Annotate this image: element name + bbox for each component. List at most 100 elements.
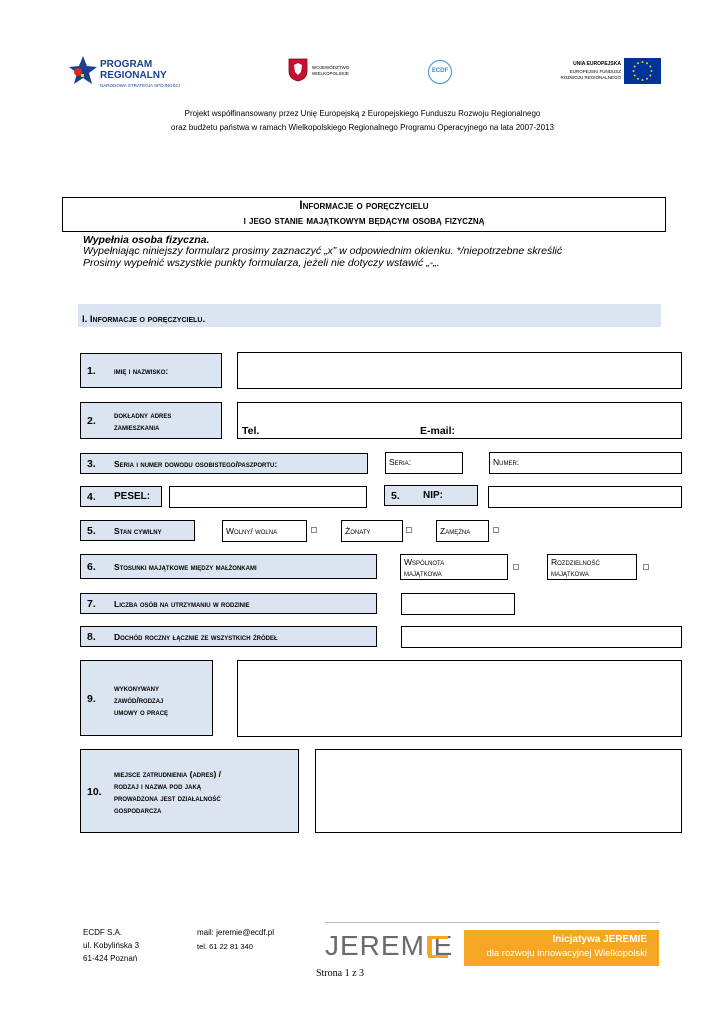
footer-street: ul. Kobylińska 3 (83, 941, 140, 950)
logo3-text: ECDF (431, 68, 449, 74)
page-number: Strona 1 z 3 (315, 968, 365, 979)
field3-label: Seria i numer dowodu osobistego/paszport… (114, 459, 278, 469)
property-joint-box: Wspólnota majątkowa (400, 554, 508, 580)
section-title: I. Informacje o poręczycielu. (82, 314, 206, 325)
pesel-input[interactable] (169, 486, 367, 508)
occupation-input[interactable] (237, 660, 682, 737)
field7-label-box: 7. Liczba osób na utrzymaniu w rodzinie (80, 593, 377, 614)
field2-label-line1: dokładny adres (114, 410, 172, 420)
field8-label-box: 8. Dochód roczny łącznie ze wszystkich ź… (80, 626, 377, 647)
address-input[interactable]: Tel. E-mail: (237, 402, 682, 439)
jeremie-logo: JEREMIE (325, 930, 455, 964)
field9-label-box: 9. wykonywany zawód/rodzaj umowy o pracę (80, 660, 213, 736)
star-flag-icon (69, 56, 97, 84)
employer-input[interactable] (315, 749, 682, 833)
coat-of-arms-icon (288, 58, 308, 82)
dependents-input[interactable] (401, 593, 515, 615)
jeremie-accent (428, 936, 448, 958)
logo1-line1: PROGRAM (100, 59, 153, 70)
wielkopolska-logo: WOJEWÓDZTWO WIELKOPOLSKIE (288, 58, 358, 86)
logo2-line2: WIELKOPOLSKIE (312, 71, 349, 76)
logo1-line3: NARODOWA STRATEGIA SPÓJNOŚCI (100, 83, 181, 88)
field6-num: 6. (87, 561, 96, 573)
status-married-f-checkbox[interactable] (493, 527, 499, 533)
logo4-line3: ROZWOJU REGIONALNEGO (560, 75, 621, 80)
nip-num: 5. (391, 490, 400, 502)
field10-label-line1: miejsce zatrudnienia (adres) / (114, 769, 222, 779)
eu-logo: UNIA EUROPEJSKA EUROPEJSKI FUNDUSZ ROZWO… (553, 58, 663, 86)
field1-label-box: 1. imię i nazwisko: (80, 353, 222, 388)
logo4-line2: EUROPEJSKI FUNDUSZ (569, 69, 621, 74)
instructions-line1: Wypełnia osoba fizyczna. (83, 234, 210, 246)
id-number-input[interactable]: Numer: (489, 452, 682, 474)
annual-income-input[interactable] (401, 626, 682, 648)
project-line2: oraz budżetu państwa w ramach Wielkopols… (171, 123, 554, 132)
ecdf-logo: ECDF (428, 60, 452, 84)
field1-label: imię i nazwisko: (114, 366, 169, 376)
section-header: I. Informacje o poręczycielu. (78, 304, 661, 327)
field7-label: Liczba osób na utrzymaniu w rodzinie (114, 599, 250, 609)
title-line2: i jego stanie majątkowym będącym osobą f… (243, 215, 485, 227)
field2-label-line2: zamieszkania (114, 422, 160, 432)
nip-label-box: 5. NIP: (384, 485, 478, 506)
field4-label: PESEL: (114, 491, 151, 502)
field10-label-box: 10. miejsce zatrudnienia (adres) / rodza… (80, 749, 299, 833)
jeremie-banner: Inicjatywa JEREMIE dla rozwoju innowacyj… (464, 930, 659, 966)
field6-label-box: 6. Stosunki majątkowe między małżonkami (80, 554, 377, 579)
id-series-input[interactable]: Seria: (385, 452, 463, 474)
footer-city: 61-424 Poznań (83, 954, 138, 963)
nip-label: NIP: (423, 490, 443, 501)
footer-divider (325, 922, 660, 923)
tel-label: Tel. (242, 425, 260, 437)
field4-num: 4. (87, 491, 96, 503)
footer-tel: tel. 61 22 81 340 (197, 942, 253, 951)
field2-label-box: 2. dokładny adres zamieszkania (80, 402, 222, 439)
field10-label-line2: rodzaj i nazwa pod jaką (114, 781, 202, 791)
status-single-box: Wolny/ wolna (222, 520, 307, 542)
banner-line2: dla rozwoju innowacyjnej Wielkopolski (486, 948, 647, 959)
field1-num: 1. (87, 365, 96, 377)
field9-num: 9. (87, 693, 96, 705)
numer-label: Numer: (493, 457, 520, 467)
status-married-f-label: Zamężna (440, 526, 471, 536)
name-input[interactable] (237, 352, 682, 389)
property-separate-line2: majątkowa (551, 568, 589, 578)
logo1-line2: REGIONALNY (100, 70, 167, 81)
status-married-m-box: Żonaty (341, 520, 403, 542)
instructions-line2: Wypełniając niniejszy formularz prosimy … (83, 245, 563, 257)
title-box: Informacje o poręczycielu i jego stanie … (62, 197, 666, 232)
field9-label-line1: wykonywany (114, 683, 159, 693)
banner-line1: Inicjatywa JEREMIE (552, 934, 647, 945)
field9-label-line3: umowy o pracę (114, 707, 169, 717)
field10-label-line3: prowadzona jest działalność (114, 793, 221, 803)
property-joint-checkbox[interactable] (513, 564, 519, 570)
field8-num: 8. (87, 631, 96, 643)
nip-input[interactable] (488, 486, 682, 508)
status-single-label: Wolny/ wolna (226, 526, 278, 536)
status-married-f-box: Zamężna (436, 520, 489, 542)
property-joint-line1: Wspólnota (404, 557, 445, 567)
field10-label-line4: gospodarcza (114, 805, 162, 815)
eu-flag-icon (624, 58, 661, 84)
field4-label-box: 4. PESEL: (80, 486, 162, 507)
logo2-line1: WOJEWÓDZTWO (312, 65, 350, 70)
field5-num: 5. (87, 525, 96, 537)
property-joint-line2: majątkowa (404, 568, 442, 578)
field9-label-line2: zawód/rodzaj (114, 695, 164, 705)
program-regionalny-logo: PROGRAM REGIONALNY NARODOWA STRATEGIA SP… (68, 52, 198, 94)
field8-label: Dochód roczny łącznie ze wszystkich źród… (114, 632, 278, 642)
property-separate-line1: Rozdzielność (551, 557, 600, 567)
title-line1: Informacje o poręczycielu (299, 200, 429, 212)
status-single-checkbox[interactable] (311, 527, 317, 533)
field5-label-box: 5. Stan cywilny (80, 520, 195, 541)
logo4-line1: UNIA EUROPEJSKA (573, 61, 621, 67)
footer-mail: mail: jeremie@ecdf.pl (197, 928, 275, 937)
property-separate-checkbox[interactable] (643, 564, 649, 570)
field7-num: 7. (87, 598, 96, 610)
field2-num: 2. (87, 415, 96, 427)
field3-label-box: 3. Seria i numer dowodu osobistego/paszp… (80, 453, 368, 474)
property-separate-box: Rozdzielność majątkowa (547, 554, 637, 580)
footer-company: ECDF S.A. (83, 928, 123, 937)
status-married-m-checkbox[interactable] (406, 527, 412, 533)
instructions-line3: Prosimy wypełnić wszystkie punkty formul… (83, 257, 440, 269)
